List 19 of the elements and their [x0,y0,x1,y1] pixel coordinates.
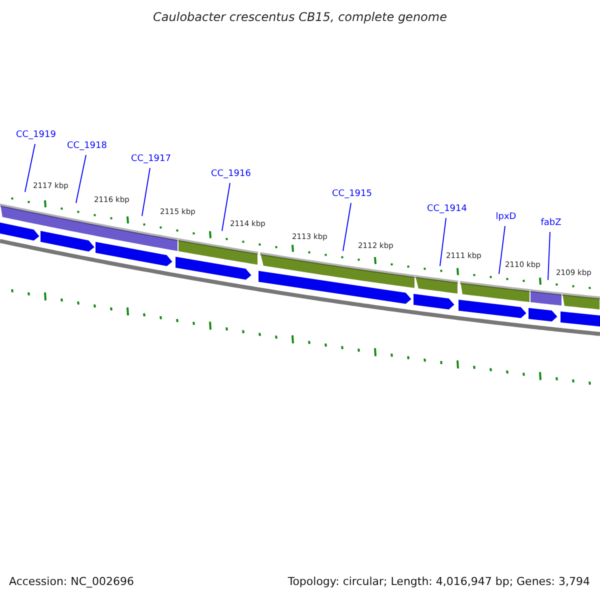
leader-line [440,218,446,266]
leader-line [342,202,352,252]
leader-line [142,168,150,216]
gene-label: CC_1916 [211,169,251,179]
gene-label: CC_1914 [427,204,467,214]
gene-label: lpxD [496,212,516,222]
gene-label: fabZ [540,218,562,228]
leader-line [222,182,230,232]
leader-line [24,144,36,192]
leader-line [76,154,86,204]
title: Caulobacter crescentus CB15, complete genome [152,10,448,24]
gene-label: CC_1917 [131,154,171,164]
gene-label: CC_1918 [67,141,107,151]
accession-text: Accession: NC_002696 [9,575,134,588]
leader-line [498,226,506,274]
gene-label: CC_1915 [332,189,372,199]
leader-line [548,232,550,280]
gene-label: CC_1919 [16,130,56,140]
genome-stats-text: Topology: circular; Length: 4,016,947 bp; Genes: 3,794 [288,575,590,588]
